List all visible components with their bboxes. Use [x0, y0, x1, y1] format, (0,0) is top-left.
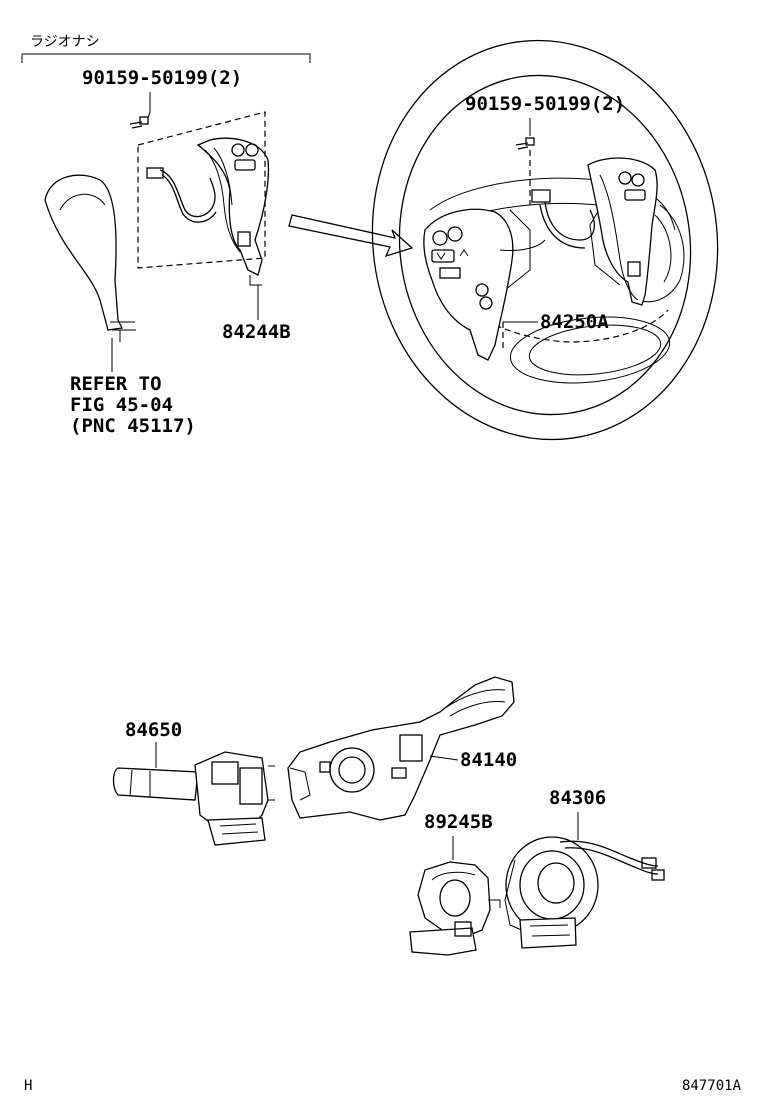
footer-code: H — [24, 1078, 32, 1094]
switch-harness-left — [146, 167, 217, 223]
wheel-harness — [499, 189, 595, 251]
dashed-assembly-box-left — [137, 111, 266, 269]
label-switch-wheel: 84250A — [540, 311, 609, 333]
label-turn-switch: 84650 — [125, 719, 182, 741]
option-note: ラジオナシ — [30, 34, 100, 50]
assembly-arrow-icon — [288, 214, 414, 258]
turn-signal-switch-illustration — [112, 751, 275, 846]
spoke-cover-illustration — [44, 174, 136, 342]
wiper-switch-illustration — [287, 676, 515, 821]
spiral-cable-illustration — [504, 836, 665, 949]
steering-switch-wheel-right-illustration — [587, 157, 658, 306]
steering-switch-left-illustration — [196, 137, 270, 286]
label-bolt-right: 90159-50199(2) — [465, 93, 625, 115]
refer-line-2: FIG 45-04 — [70, 394, 173, 416]
clock-spring-illustration — [409, 861, 501, 956]
label-spiral-cable: 84306 — [549, 787, 606, 809]
steering-switch-wheel-left-illustration — [423, 208, 514, 361]
label-clock-spring: 89245B — [424, 811, 493, 833]
figure-id: 847701A — [682, 1078, 742, 1094]
bolt-right-icon — [515, 137, 535, 150]
label-switch-left: 84244B — [222, 321, 291, 343]
refer-line-1: REFER TO — [70, 373, 162, 395]
option-bracket — [21, 53, 311, 63]
refer-line-3: (PNC 45117) — [70, 415, 196, 437]
label-bolt-left: 90159-50199(2) — [82, 67, 242, 89]
bolt-left-icon — [129, 116, 149, 129]
label-wiper-switch: 84140 — [460, 749, 517, 771]
